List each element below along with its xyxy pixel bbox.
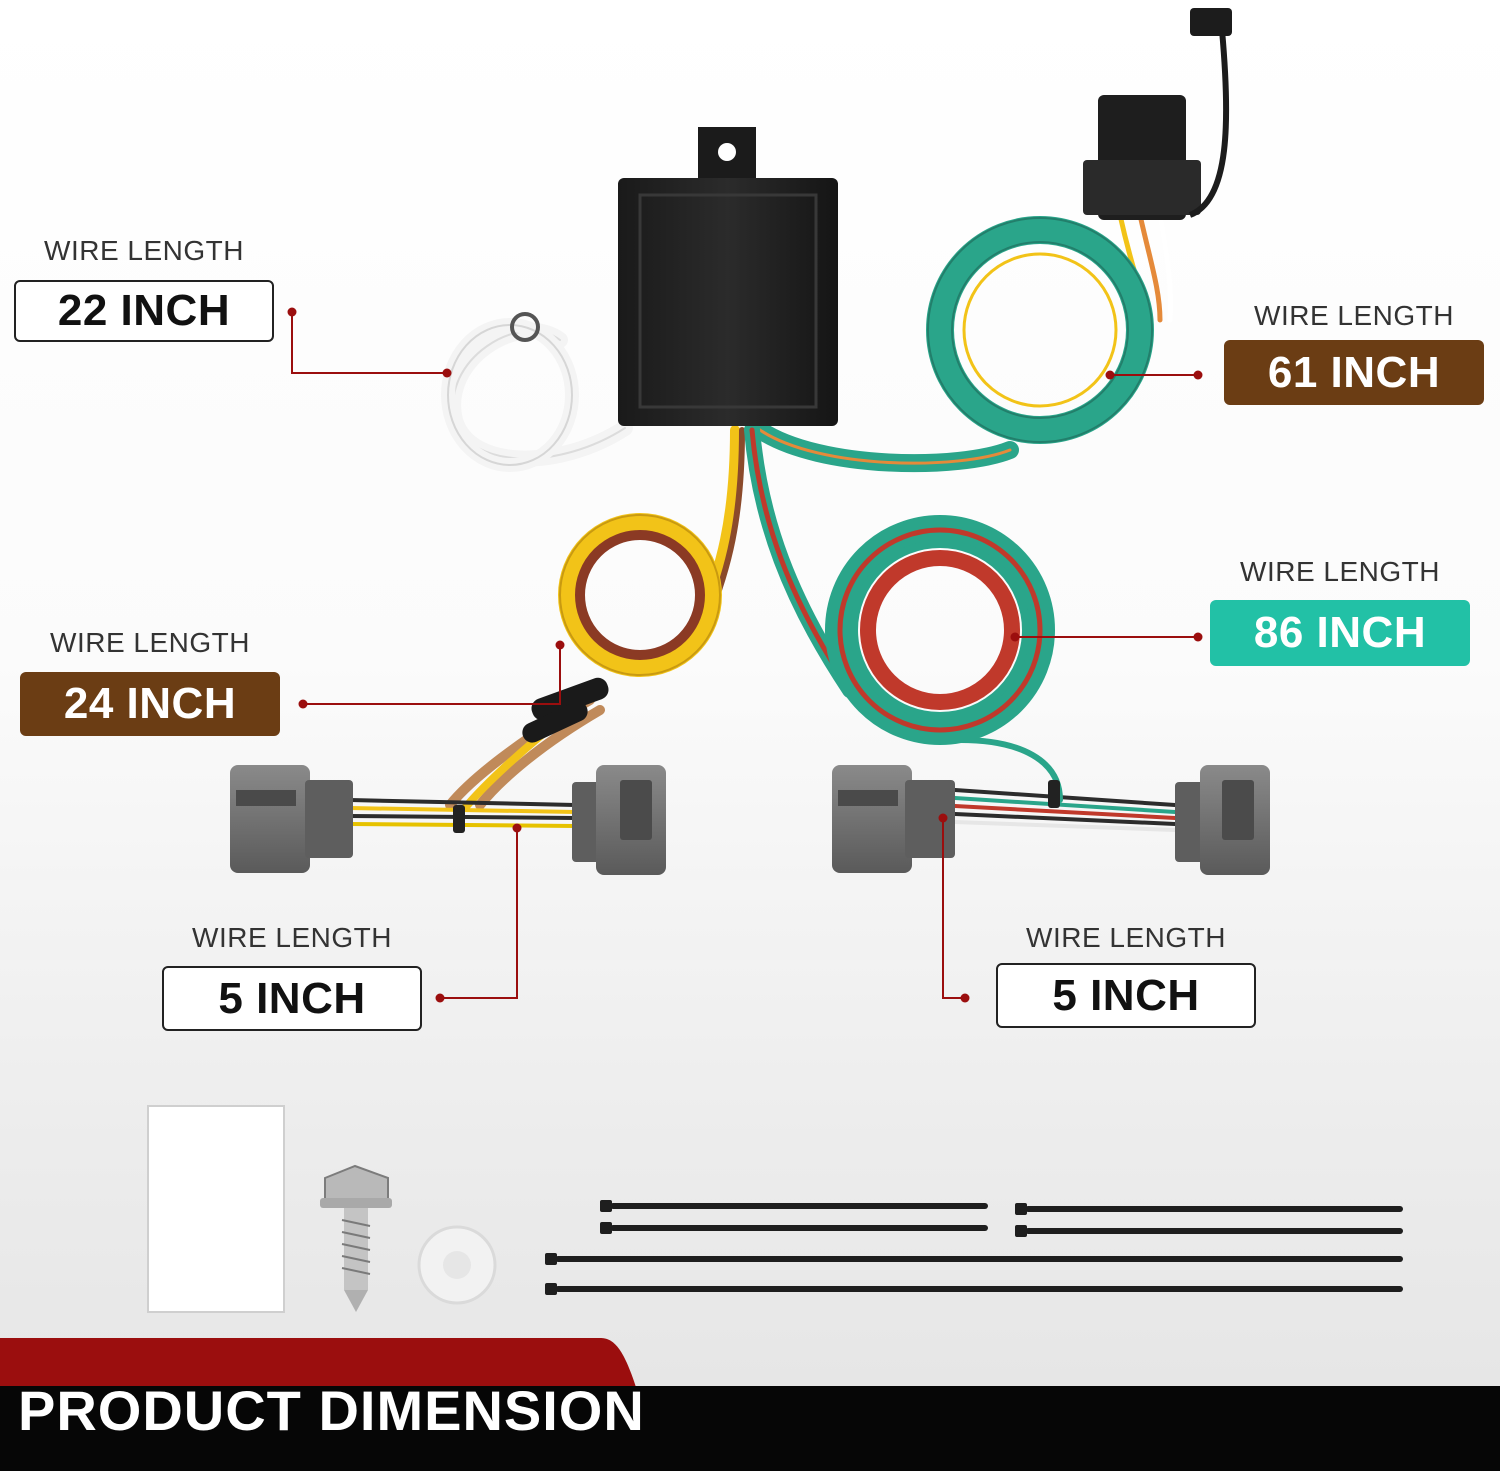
value-box-bottom-right: 5 INCH — [996, 963, 1256, 1028]
left-male-connector — [230, 765, 353, 873]
rubber-grommet — [417, 1225, 497, 1305]
leader-dots — [287, 307, 1203, 1003]
caption-mid-right: WIRE LENGTH — [1240, 556, 1440, 587]
cable-tie-clip — [1048, 780, 1060, 808]
ground-wire-coil — [441, 312, 579, 472]
value-box-mid-right: 86 INCH — [1210, 600, 1470, 666]
right-female-connector — [1175, 765, 1270, 875]
splice-sleeves — [522, 677, 609, 743]
caption-mid-left: WIRE LENGTH — [50, 627, 250, 658]
value-box-mid-left: 24 INCH — [20, 672, 280, 736]
footer-black-bar — [0, 1386, 1500, 1471]
caption-top-left: WIRE LENGTH — [44, 235, 244, 266]
caption-bottom-left: WIRE LENGTH — [192, 922, 392, 953]
wire-coil-61 — [926, 216, 1154, 444]
leader-lines — [291, 312, 1198, 999]
right-male-connector — [832, 765, 955, 873]
caption-top-right: WIRE LENGTH — [1254, 300, 1454, 331]
left-female-connector — [572, 765, 666, 875]
instruction-sheet — [147, 1105, 285, 1313]
value-box-bottom-left: 5 INCH — [162, 966, 422, 1031]
footer-title: PRODUCT DIMENSION — [18, 1379, 645, 1442]
self-tapping-screw — [320, 1164, 392, 1312]
caption-bottom-right: WIRE LENGTH — [1026, 922, 1226, 953]
cable-tie-clip — [453, 805, 465, 833]
cable-ties — [545, 1200, 1403, 1295]
wire-coil-86 — [825, 515, 1055, 745]
converter-module — [618, 127, 838, 426]
value-box-top-right: 61 INCH — [1224, 340, 1484, 405]
value-box-top-left: 22 INCH — [14, 280, 274, 342]
wire-coil-24 — [558, 513, 722, 677]
4-pin-flat-connector — [1083, 8, 1232, 220]
